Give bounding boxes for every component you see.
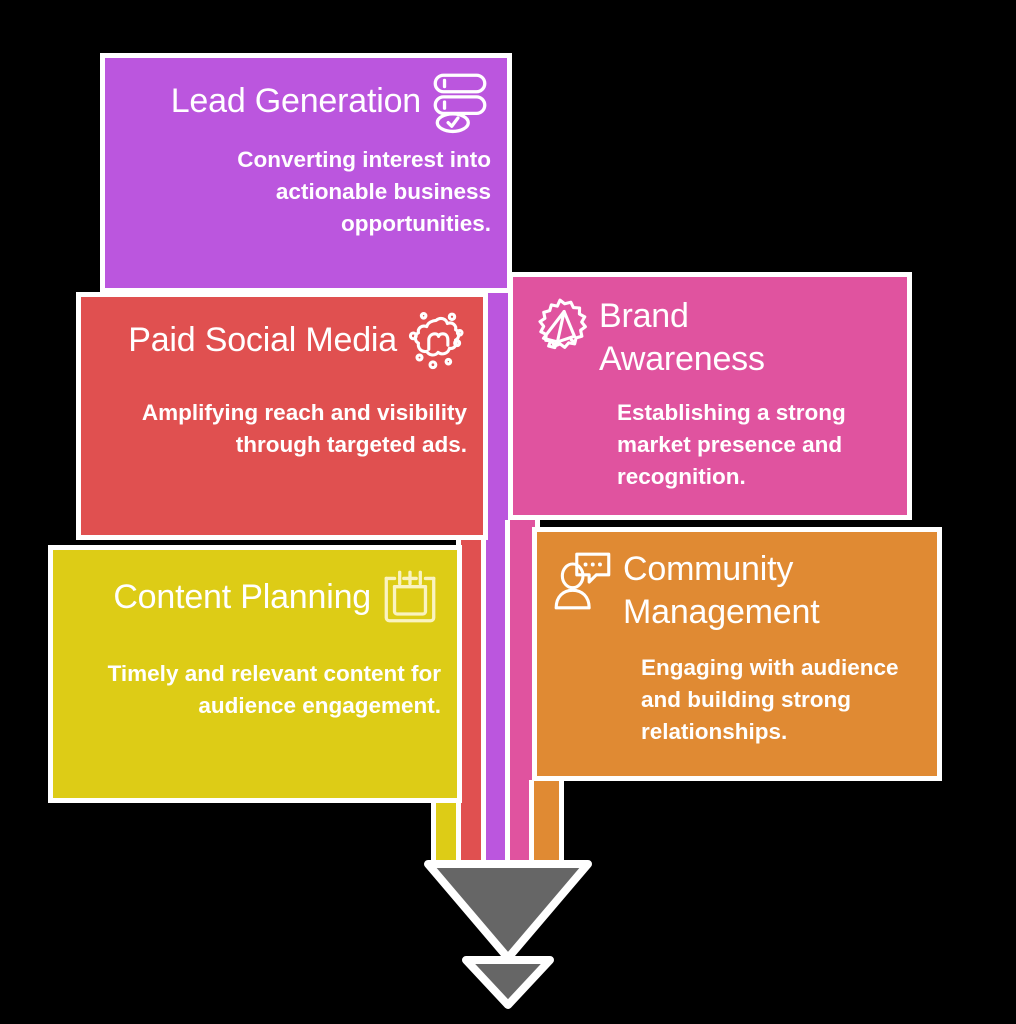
card-header-paid-social-media: Paid Social Media (81, 297, 483, 373)
card-title-content-planning: Content Planning (113, 577, 371, 616)
card-title-community-management: Community Management (623, 550, 820, 631)
card-header-content-planning: Content Planning (53, 550, 457, 630)
card-title-lead-generation: Lead Generation (170, 81, 422, 120)
card-brand-awareness[interactable]: Brand Awareness Establishing a strong ma… (508, 272, 912, 520)
funnel-graphic (424, 860, 592, 1010)
card-paid-social-media[interactable]: Paid Social Media Amplifying reach and v… (76, 292, 488, 540)
card-header-community-management: Community Management (537, 532, 937, 634)
mastodon-social-icon (408, 311, 464, 370)
card-description-paid-social-media: Amplifying reach and visibility through … (141, 400, 467, 457)
card-community-management[interactable]: Community Management Engaging with audie… (532, 527, 942, 781)
funnel-svg (424, 860, 592, 1009)
card-header-brand-awareness: Brand Awareness (513, 277, 907, 381)
card-content-planning[interactable]: Content Planning Timely and relevant con… (48, 545, 462, 803)
server-check-icon (433, 73, 487, 134)
card-header-lead-generation: Lead Generation (105, 58, 507, 134)
person-chat-icon (554, 552, 611, 610)
card-title-paid-social-media: Paid Social Media (128, 320, 397, 359)
megaphone-badge-icon (538, 298, 587, 350)
calendar-icon (384, 570, 436, 623)
funnel-tip (462, 956, 554, 1009)
card-title-brand-awareness: Brand Awareness (599, 297, 765, 378)
card-description-lead-generation: Converting interest into actionable busi… (237, 147, 491, 236)
card-description-brand-awareness: Establishing a strong market presence an… (617, 399, 846, 489)
card-lead-generation[interactable]: Lead Generation Converting interest into… (100, 53, 512, 293)
stem-community-management (529, 780, 564, 870)
card-description-content-planning: Timely and relevant content for audience… (107, 661, 441, 718)
funnel-body (424, 860, 592, 962)
card-description-community-management: Engaging with audience and building stro… (641, 654, 899, 744)
